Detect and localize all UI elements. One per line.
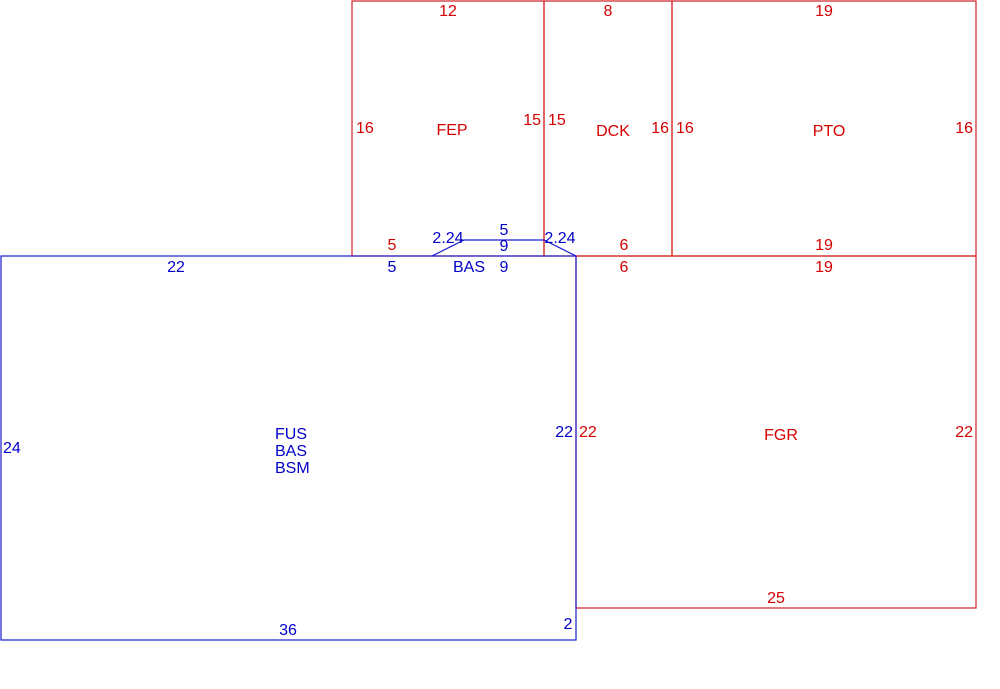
bas-bay-side-dimension-upper: 9 — [500, 238, 509, 255]
main-bottom-right-dimension: 2 — [564, 616, 573, 633]
bas-bay-top-dimension: 5 — [500, 222, 509, 239]
pto-right-dimension: 16 — [955, 120, 973, 137]
dck-right-dimension: 16 — [651, 120, 669, 137]
main-top-notch-dimension: 5 — [388, 259, 397, 276]
dck-area-label: DCK — [596, 123, 630, 140]
main-area-label-fus: FUS — [275, 426, 307, 443]
bas-bay-outline — [431, 239, 577, 257]
fep-top-dimension: 12 — [439, 3, 457, 20]
fgr-area-label: FGR — [764, 427, 798, 444]
dck-top-dimension: 8 — [604, 3, 613, 20]
main-top-dimension: 22 — [167, 259, 185, 276]
fgr-top-dimension-dck: 6 — [620, 259, 629, 276]
fgr-top-dimension-pto: 19 — [815, 259, 833, 276]
fep-bottom-dimension: 5 — [388, 237, 397, 254]
main-left-dimension: 24 — [3, 440, 21, 457]
fgr-bottom-dimension: 25 — [767, 590, 785, 607]
fep-right-dimension: 15 — [523, 112, 541, 129]
pto-top-dimension: 19 — [815, 3, 833, 20]
fep-left-dimension: 16 — [356, 120, 374, 137]
main-area — [0, 255, 577, 641]
pto-left-dimension: 16 — [676, 120, 694, 137]
pto-area-label: PTO — [813, 123, 846, 140]
fep-area-label: FEP — [436, 122, 467, 139]
main-area-label-bas: BAS — [275, 443, 307, 460]
main-area-label-bsm: BSM — [275, 460, 310, 477]
bas-bay-left-diagonal-dimension: 2.24 — [432, 230, 463, 247]
main-right-dimension: 22 — [555, 424, 573, 441]
bas-bay-right-diagonal-dimension: 2.24 — [544, 230, 575, 247]
dck-left-dimension: 15 — [548, 112, 566, 129]
main-bottom-dimension: 36 — [279, 622, 297, 639]
bas-bay-area-label: BAS — [453, 259, 485, 276]
dck-bottom-dimension: 6 — [620, 237, 629, 254]
bas-bay-side-dimension-lower: 9 — [500, 259, 509, 276]
pto-bottom-dimension: 19 — [815, 237, 833, 254]
fgr-right-dimension: 22 — [955, 424, 973, 441]
fgr-left-dimension: 22 — [579, 424, 597, 441]
